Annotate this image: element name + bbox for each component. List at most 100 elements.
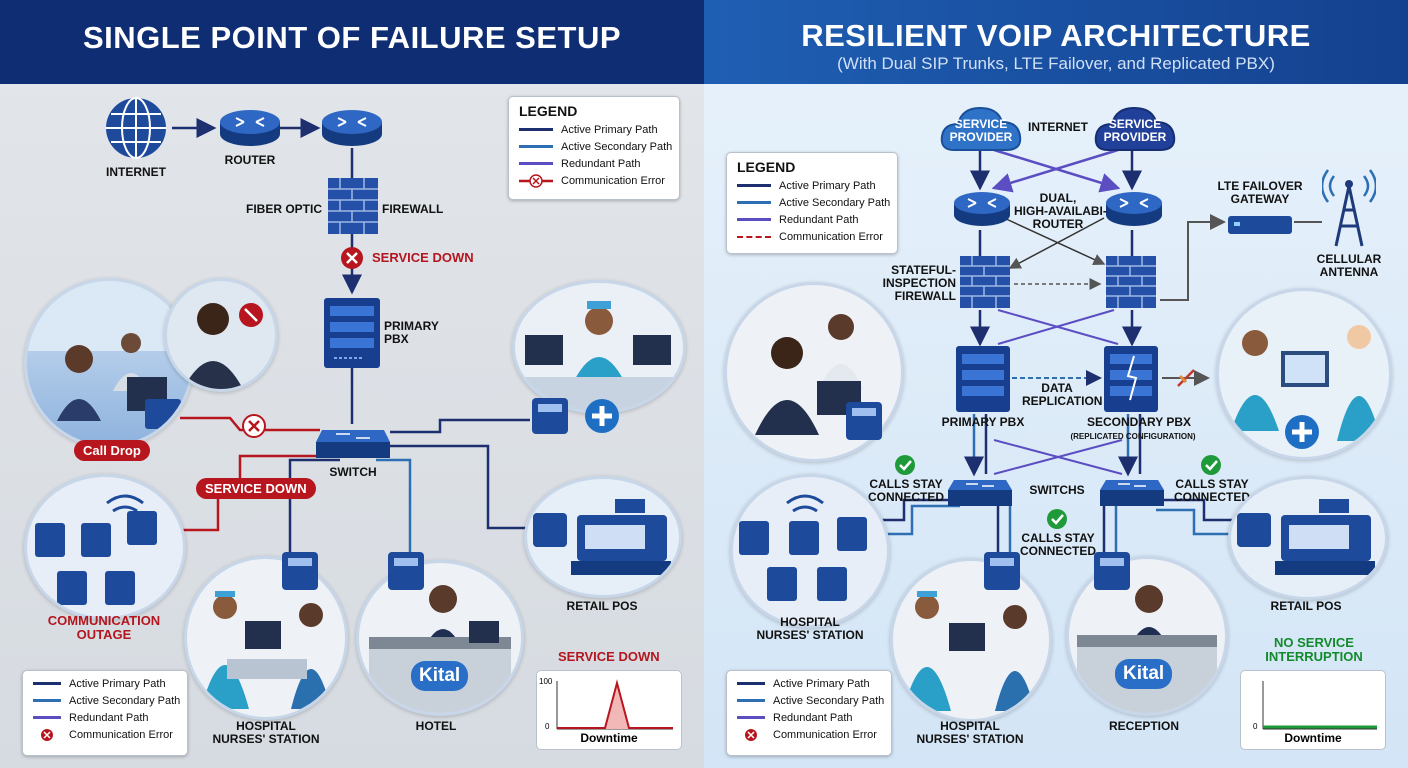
- legend-item-redundant: Redundant Path: [727, 709, 891, 726]
- call-drop-badge: Call Drop: [74, 440, 150, 461]
- calls-connected-label: CALLS STAY CONNECTED: [1019, 531, 1096, 558]
- downtime-chart-plot: [556, 679, 673, 730]
- router-icon: [954, 192, 1010, 226]
- secondary-pbx-label: SECONDARY PBX: [1086, 415, 1192, 429]
- legend-item-error: Communication Error: [509, 172, 679, 189]
- right-panel: RESILIENT VOIP ARCHITECTURE (With Dual S…: [704, 0, 1408, 768]
- communication-outage-label: COMMUNICATION OUTAGE: [47, 613, 161, 642]
- provider-1-label: SERVICE PROVIDER: [949, 117, 1013, 144]
- switches-label: SWITCHS: [1029, 483, 1085, 497]
- legend-item-secondary: Active Secondary Path: [727, 194, 897, 211]
- desk-phones-scene: [35, 494, 157, 605]
- phones-circle: [24, 474, 186, 620]
- legend-title: LEGEND: [737, 159, 796, 175]
- check-icon: [1047, 509, 1067, 529]
- hospital-label: HOSPITAL NURSES' STATION: [212, 719, 320, 746]
- no-interruption-label: NO SERVICE INTERRUPTION: [1265, 635, 1363, 664]
- cloud-icon: [1094, 106, 1176, 151]
- hospital-scene: [201, 591, 331, 709]
- legend-label: Communication Error: [69, 728, 173, 741]
- right-header: RESILIENT VOIP ARCHITECTURE (With Dual S…: [704, 0, 1408, 84]
- y-axis-bottom: 0: [1253, 722, 1258, 731]
- hotel-logo: Kital: [1115, 659, 1173, 689]
- legend-label: Communication Error: [773, 728, 877, 741]
- globe-icon: [106, 97, 166, 159]
- router-label: DUAL, HIGH-AVAILABI- ROUTER: [1014, 191, 1107, 231]
- legend-label: Redundant Path: [773, 711, 853, 724]
- router-icon: [220, 110, 280, 146]
- hospital-label: HOSPITAL NURSES' STATION: [916, 719, 1024, 746]
- legend-label: Communication Error: [561, 174, 665, 187]
- desk-phones-scene: [739, 494, 867, 601]
- switch-icon: [948, 480, 1012, 506]
- switch-label: SWITCH: [329, 465, 377, 479]
- error-icon: [341, 247, 363, 269]
- router-icon: [1106, 192, 1162, 226]
- legend-item-primary: Active Primary Path: [23, 675, 187, 692]
- hotel-label: HOTEL: [415, 719, 457, 733]
- uptime-chart-plot: [1262, 681, 1377, 730]
- firewall-label: FIREWALL: [382, 202, 444, 216]
- reception-label: RECEPTION: [1108, 719, 1179, 733]
- provider-2-label: SERVICE PROVIDER: [1103, 117, 1167, 144]
- hospital-circle: [890, 558, 1052, 722]
- legend-label: Redundant Path: [779, 213, 859, 226]
- primary-pbx-label: PRIMARY PBX: [941, 415, 1025, 429]
- x-axis-label: Downtime: [1284, 731, 1342, 745]
- phone-icon: [846, 402, 882, 440]
- legend-label: Active Primary Path: [69, 677, 166, 690]
- right-connection-lines: [880, 148, 1322, 552]
- nurse-scene: [515, 301, 683, 411]
- left-header-title: SINGLE POINT OF FAILURE SETUP: [82, 20, 622, 55]
- legend-item-secondary: Active Secondary Path: [23, 692, 187, 709]
- legend-item-primary: Active Primary Path: [509, 121, 679, 138]
- agents-circle: [724, 282, 904, 462]
- data-replication-label: DATA REPLICATION: [1022, 381, 1103, 408]
- call-center-scene: [27, 281, 191, 429]
- agents-scene: [755, 314, 863, 435]
- legend-item-error: Communication Error: [23, 726, 187, 743]
- server-icon: [324, 298, 380, 368]
- phone-icon: [282, 552, 318, 590]
- reception-circle: Kital: [1066, 556, 1228, 716]
- legend-title: LEGEND: [519, 103, 578, 119]
- medical-scene: [1231, 325, 1381, 441]
- server-icon: [1104, 346, 1158, 412]
- broken-link-icon: [1177, 369, 1195, 387]
- error-icon: [745, 728, 757, 741]
- phone-icon: [388, 552, 424, 590]
- legend-label: Active Secondary Path: [779, 196, 891, 209]
- left-panel: SINGLE POINT OF FAILURE SETUP INTERNET: [0, 0, 704, 768]
- primary-pbx-label: PRIMARY PBX: [384, 319, 439, 346]
- legend-item-redundant: Redundant Path: [727, 211, 897, 228]
- switch-icon: [316, 430, 390, 458]
- legend-label: Redundant Path: [69, 711, 149, 724]
- legend-label: Redundant Path: [561, 157, 641, 170]
- calls-connected-label: CALLS STAY CONNECTED: [1173, 477, 1250, 504]
- gateway-icon: [1228, 216, 1292, 234]
- y-axis-top: 100: [539, 677, 553, 686]
- firewall-icon: [328, 178, 378, 234]
- legend-item-error: Communication Error: [727, 228, 897, 245]
- phones-circle: [730, 474, 890, 628]
- agent-scene: [183, 303, 263, 389]
- internet-label: INTERNET: [1028, 120, 1088, 134]
- fiber-optic-label: FIBER OPTIC: [246, 202, 323, 216]
- antenna-icon: [1322, 169, 1376, 247]
- check-icon: [1201, 455, 1221, 475]
- legend-item-error: Communication Error: [727, 726, 891, 743]
- phone-icon: [1094, 552, 1130, 590]
- firewall-icon: [960, 256, 1010, 308]
- retail-pos-label: RETAIL POS: [1270, 599, 1342, 613]
- legend-label: Active Primary Path: [561, 123, 658, 136]
- legend-item-redundant: Redundant Path: [23, 709, 187, 726]
- hospital-circle: [184, 556, 348, 720]
- check-icon: [895, 455, 915, 475]
- hospital-label: HOSPITAL NURSES' STATION: [756, 615, 864, 642]
- legend-label: Active Secondary Path: [773, 694, 885, 707]
- retail-pos-label: RETAIL POS: [566, 599, 638, 613]
- call-center-circle: [24, 278, 194, 448]
- router-label: ROUTER: [224, 153, 276, 167]
- medical-cross-icon: [1285, 415, 1319, 449]
- legend-item-primary: Active Primary Path: [727, 177, 897, 194]
